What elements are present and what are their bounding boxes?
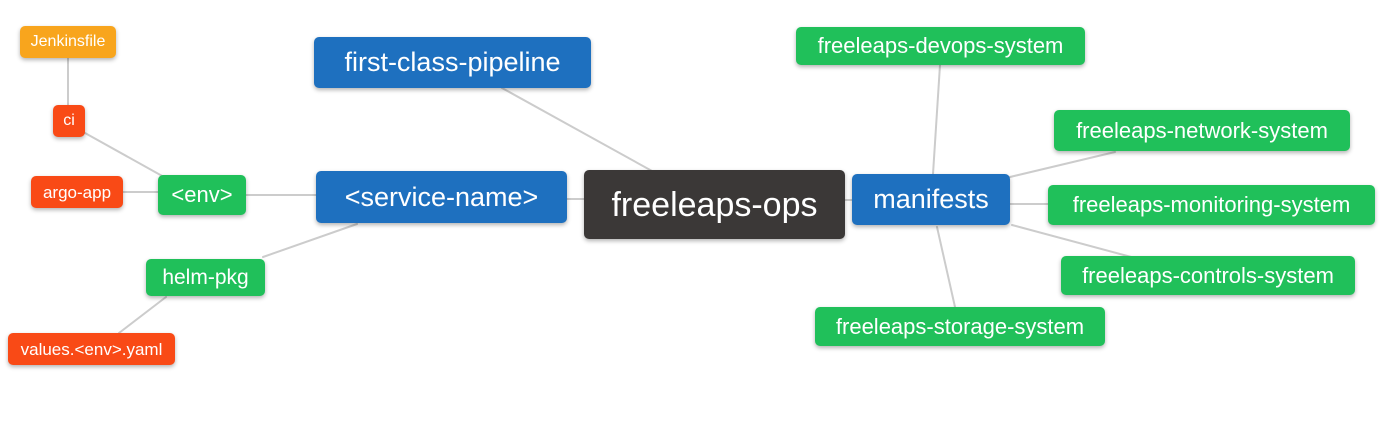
- edge-ci-to-env: [84, 132, 165, 178]
- edge-manifests-to-freeleaps-controls-system: [1011, 224, 1136, 259]
- edge-service-name-to-helm-pkg: [262, 223, 358, 258]
- node-env[interactable]: <env>: [158, 175, 246, 215]
- edge-manifests-to-freeleaps-storage-system: [936, 226, 956, 308]
- node-freeleaps-controls-system[interactable]: freeleaps-controls-system: [1061, 256, 1355, 295]
- node-argo-app[interactable]: argo-app: [31, 176, 123, 208]
- node-freeleaps-storage-system[interactable]: freeleaps-storage-system: [815, 307, 1105, 346]
- node-jenkinsfile[interactable]: Jenkinsfile: [20, 26, 116, 58]
- edge-manifests-to-freeleaps-network-system: [1009, 151, 1116, 178]
- edge-manifests-to-freeleaps-devops-system: [932, 64, 941, 175]
- edge-first-class-pipeline-to-freeleaps-ops: [501, 87, 653, 172]
- node-ci[interactable]: ci: [53, 105, 85, 137]
- node-helm-pkg[interactable]: helm-pkg: [146, 259, 265, 296]
- node-freeleaps-monitoring-system[interactable]: freeleaps-monitoring-system: [1048, 185, 1375, 225]
- node-freeleaps-ops[interactable]: freeleaps-ops: [584, 170, 845, 239]
- node-freeleaps-devops-system[interactable]: freeleaps-devops-system: [796, 27, 1085, 65]
- node-manifests[interactable]: manifests: [852, 174, 1010, 225]
- edge-helm-pkg-to-values-env-yaml: [118, 296, 167, 334]
- node-freeleaps-network-system[interactable]: freeleaps-network-system: [1054, 110, 1350, 151]
- node-values-env-yaml[interactable]: values.<env>.yaml: [8, 333, 175, 365]
- node-first-class-pipeline[interactable]: first-class-pipeline: [314, 37, 591, 88]
- node-service-name[interactable]: <service-name>: [316, 171, 567, 223]
